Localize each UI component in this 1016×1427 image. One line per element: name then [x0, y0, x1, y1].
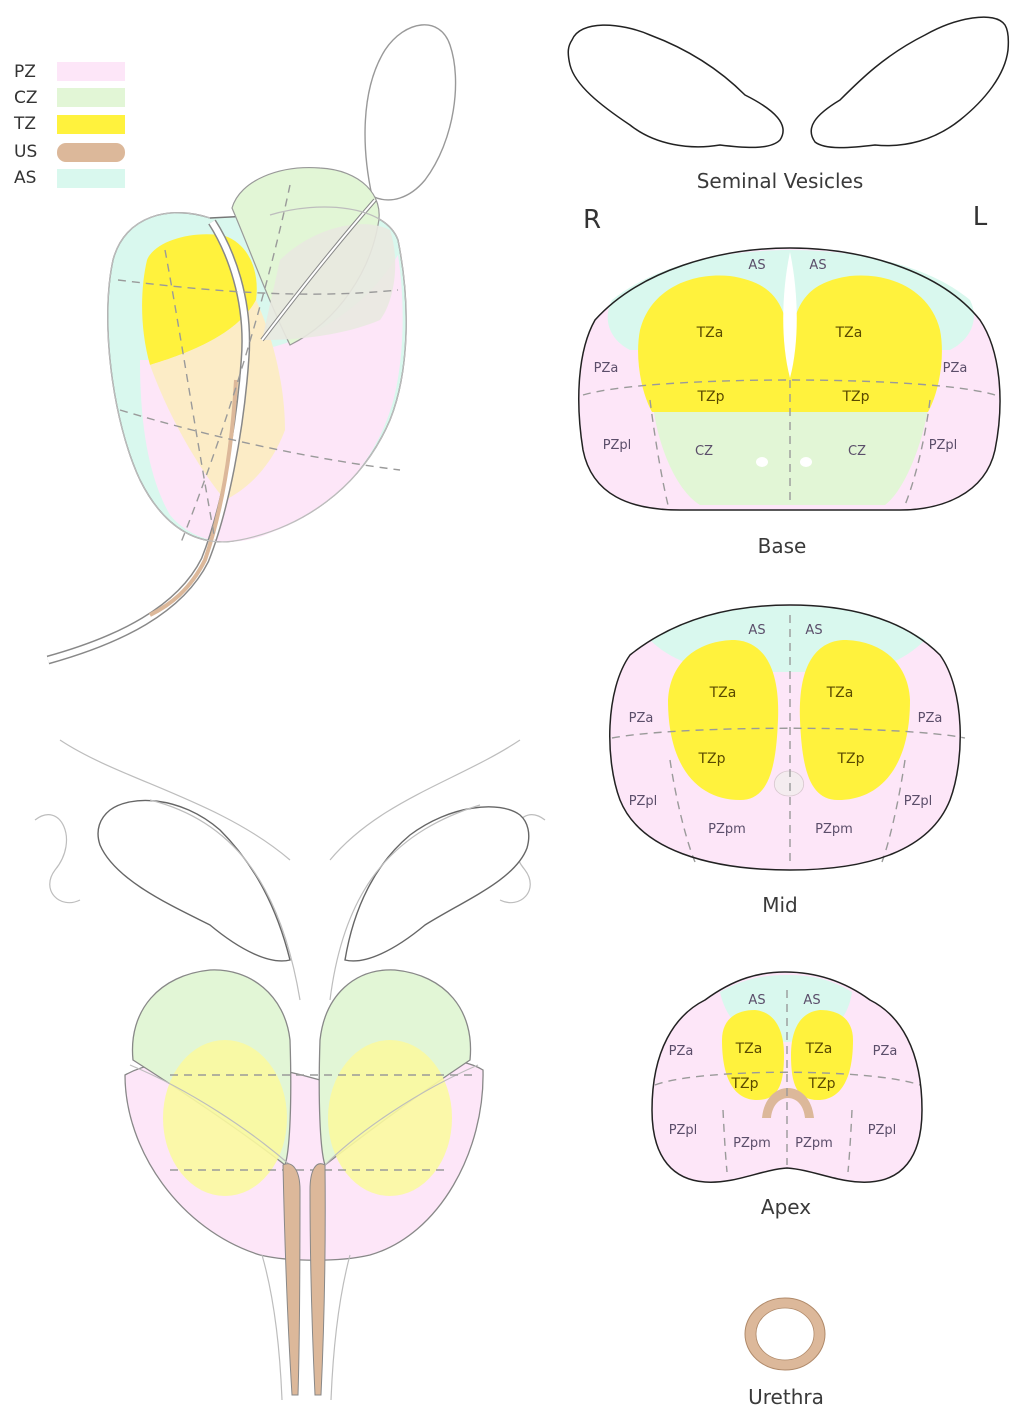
legend-item-cz: CZ	[14, 88, 125, 108]
apex-label-tzp-right: TZp	[730, 1076, 758, 1092]
base-label-tza-left: TZa	[835, 325, 863, 341]
seminal-vesicle-left-side	[811, 17, 1008, 148]
mid-urethra	[774, 771, 803, 796]
apex-label-pzpm-left: PZpm	[795, 1136, 833, 1151]
legend-item-us: US	[14, 142, 125, 162]
mid-label-pzpm-left: PZpm	[815, 822, 853, 837]
coronal-urethra-right	[310, 1164, 325, 1395]
legend-label-tz: TZ	[13, 114, 36, 134]
mid-label-pzpl-right: PZpl	[629, 794, 658, 809]
base-ejaculatory-duct-left	[800, 457, 812, 467]
legend-swatch-pz	[57, 62, 125, 81]
apex-section: AS AS TZa TZa TZp TZp PZa PZa PZpl PZpl …	[652, 972, 922, 1219]
coronal-seminal-vesicle-right	[345, 807, 529, 961]
mid-label-as-right: AS	[748, 623, 765, 638]
legend-swatch-tz	[57, 115, 125, 134]
legend-swatch-as	[57, 169, 125, 188]
apex-label-tzp-left: TZp	[807, 1076, 835, 1092]
apex-label-pza-left: PZa	[873, 1044, 898, 1059]
mid-label-pzpm-right: PZpm	[708, 822, 746, 837]
base-label-tza-right: TZa	[696, 325, 724, 341]
mid-label-pza-right: PZa	[629, 711, 654, 726]
base-label-pza-left: PZa	[943, 361, 968, 376]
orientation-left: L	[973, 202, 988, 232]
base-label-tzp-right: TZp	[696, 389, 724, 405]
apex-label-pza-right: PZa	[669, 1044, 694, 1059]
caption-mid: Mid	[762, 893, 798, 917]
urethra-lumen	[756, 1308, 814, 1360]
base-label-as-left: AS	[809, 258, 826, 273]
base-section: AS AS TZa TZa TZp TZp PZa PZa PZpl PZpl …	[579, 248, 1000, 558]
coronal-tz-left	[163, 1040, 287, 1196]
base-label-cz-right: CZ	[695, 444, 713, 459]
apex-label-as-left: AS	[803, 993, 820, 1008]
legend-item-pz: PZ	[14, 62, 125, 82]
sagittal-seminal-vesicle	[365, 25, 456, 200]
seminal-vesicle-right-side	[568, 25, 783, 147]
mid-label-tzp-right: TZp	[697, 751, 725, 767]
coronal-seminal-vesicle-left	[98, 800, 290, 960]
legend-label-cz: CZ	[14, 88, 38, 108]
orientation-right: R	[583, 205, 601, 235]
base-label-pza-right: PZa	[594, 361, 619, 376]
apex-label-as-right: AS	[748, 993, 765, 1008]
base-label-as-right: AS	[748, 258, 765, 273]
caption-apex: Apex	[761, 1195, 811, 1219]
apex-label-pzpl-right: PZpl	[669, 1123, 698, 1138]
apex-label-pzpm-right: PZpm	[733, 1136, 771, 1151]
mid-section: AS AS TZa TZa TZp TZp PZa PZa PZpl PZpl …	[610, 605, 965, 917]
legend: PZ CZ TZ US AS	[13, 62, 125, 188]
base-label-pzpl-left: PZpl	[929, 438, 958, 453]
legend-label-pz: PZ	[14, 62, 36, 82]
mid-label-tza-right: TZa	[709, 685, 737, 701]
legend-item-tz: TZ	[13, 114, 125, 134]
seminal-vesicles-view: Seminal Vesicles	[568, 17, 1008, 193]
legend-swatch-cz	[57, 88, 125, 107]
coronal-view	[35, 740, 545, 1400]
caption-urethra: Urethra	[748, 1385, 824, 1409]
apex-label-pzpl-left: PZpl	[868, 1123, 897, 1138]
legend-label-us: US	[14, 142, 37, 162]
urethra-view: Urethra	[745, 1298, 825, 1409]
base-label-tzp-left: TZp	[841, 389, 869, 405]
caption-base: Base	[758, 534, 807, 558]
apex-label-tza-left: TZa	[805, 1041, 833, 1057]
mid-label-tza-left: TZa	[826, 685, 854, 701]
mid-label-pza-left: PZa	[918, 711, 943, 726]
mid-label-tzp-left: TZp	[836, 751, 864, 767]
legend-swatch-us	[57, 143, 125, 162]
mid-label-pzpl-left: PZpl	[904, 794, 933, 809]
base-ejaculatory-duct-right	[756, 457, 768, 467]
base-label-pzpl-right: PZpl	[603, 438, 632, 453]
legend-label-as: AS	[14, 168, 36, 188]
coronal-tz-right	[328, 1040, 452, 1196]
legend-item-as: AS	[14, 168, 125, 188]
coronal-urethra-left	[283, 1164, 300, 1395]
caption-seminal-vesicles: Seminal Vesicles	[697, 169, 864, 193]
apex-label-tza-right: TZa	[735, 1041, 763, 1057]
base-label-cz-left: CZ	[848, 444, 866, 459]
mid-label-as-left: AS	[805, 623, 822, 638]
